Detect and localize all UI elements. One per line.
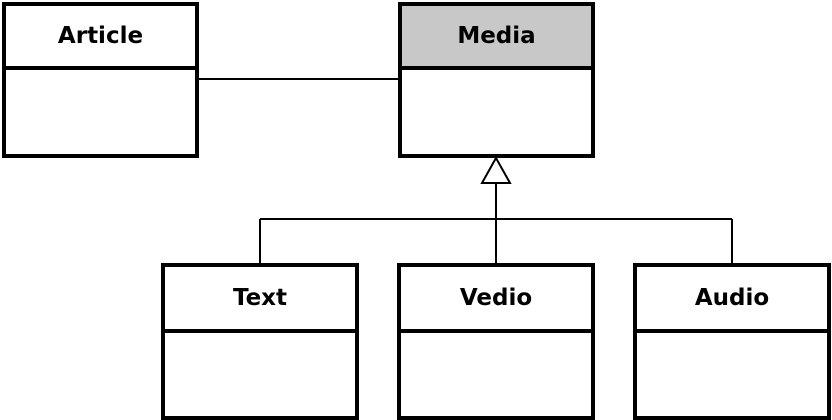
class-name-article: Article <box>6 6 195 70</box>
class-box-vedio: Vedio <box>397 263 595 420</box>
class-body-vedio <box>401 333 591 416</box>
class-body-text <box>165 333 355 416</box>
class-name-media: Media <box>402 6 591 70</box>
class-name-text: Text <box>165 267 355 333</box>
class-box-text: Text <box>161 263 359 420</box>
class-name-vedio: Vedio <box>401 267 591 333</box>
class-body-media <box>402 70 591 154</box>
class-body-article <box>6 70 195 154</box>
class-box-audio: Audio <box>633 263 831 420</box>
class-name-audio: Audio <box>637 267 827 333</box>
class-body-audio <box>637 333 827 416</box>
class-box-article: Article <box>2 2 199 158</box>
generalization-triangle-icon <box>480 155 512 184</box>
class-box-media: Media <box>398 2 595 158</box>
